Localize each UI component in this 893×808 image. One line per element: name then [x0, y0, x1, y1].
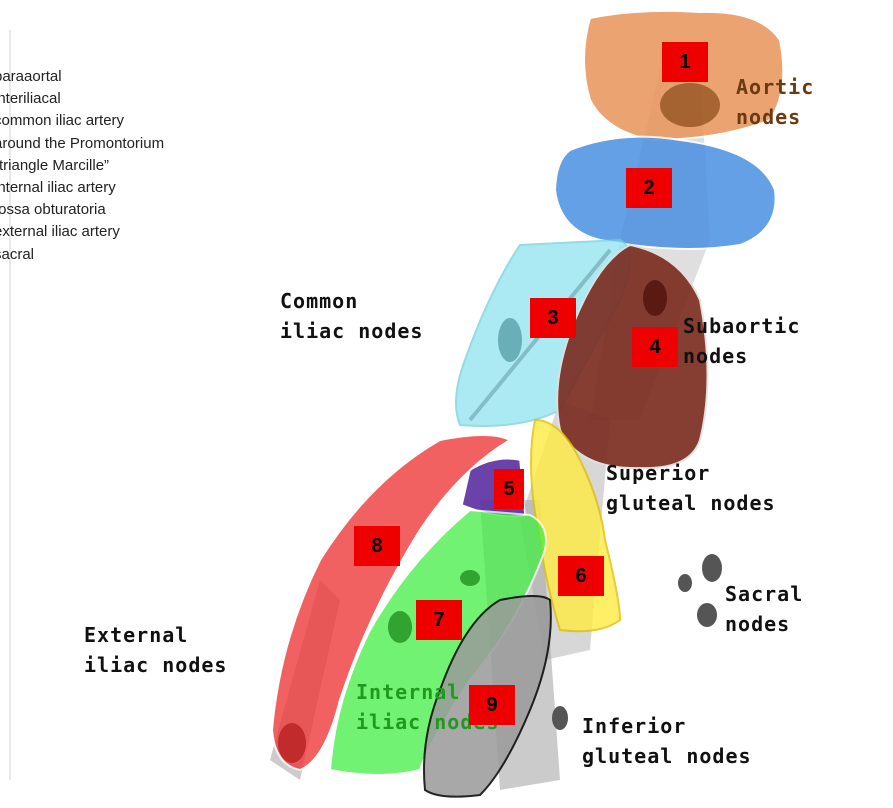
- common-iliac-node: [498, 318, 522, 362]
- region-badge-5: 5: [494, 469, 524, 509]
- label-common-iliac-nodes: Common iliac nodes: [280, 286, 423, 346]
- legend-item: around the Promontorium: [0, 133, 164, 155]
- label-superior-gluteal-nodes: Superior gluteal nodes: [606, 458, 776, 518]
- label-external-iliac-nodes: External iliac nodes: [84, 620, 227, 680]
- sacral-node-a: [702, 554, 722, 582]
- label-inferior-gluteal-nodes: Inferior gluteal nodes: [582, 711, 752, 771]
- label-aortic-nodes: Aortic nodes: [736, 72, 814, 132]
- legend-item: internal iliac artery: [0, 177, 164, 199]
- subaortic-node: [643, 280, 667, 316]
- legend-item: external iliac artery: [0, 221, 164, 243]
- legend-item: fossa obturatoria: [0, 199, 164, 221]
- internal-iliac-node-b: [460, 570, 480, 586]
- region-badge-4: 4: [632, 327, 678, 367]
- region-badge-9: 9: [469, 685, 515, 725]
- legend-item: interiliacal: [0, 88, 164, 110]
- inferior-gluteal-node: [552, 706, 568, 730]
- region-badge-1: 1: [662, 42, 708, 82]
- region-badge-7: 7: [416, 600, 462, 640]
- region-badge-6: 6: [558, 556, 604, 596]
- legend-item: common iliac artery: [0, 110, 164, 132]
- legend-item: sacral: [0, 244, 164, 266]
- internal-iliac-node-a: [388, 611, 412, 643]
- external-iliac-node: [278, 723, 306, 763]
- legend-item: paraaortal: [0, 66, 164, 88]
- legend-item: “triangle Marcille”: [0, 155, 164, 177]
- sacral-node-b: [678, 574, 692, 592]
- region-badge-8: 8: [354, 526, 400, 566]
- region-badge-3: 3: [530, 298, 576, 338]
- label-subaortic-nodes: Subaortic nodes: [683, 311, 800, 371]
- label-sacral-nodes: Sacral nodes: [725, 579, 803, 639]
- legend-list: paraaortal interiliacal common iliac art…: [0, 66, 164, 266]
- region-badge-2: 2: [626, 168, 672, 208]
- aortic-node: [660, 83, 720, 127]
- sacral-node-c: [697, 603, 717, 627]
